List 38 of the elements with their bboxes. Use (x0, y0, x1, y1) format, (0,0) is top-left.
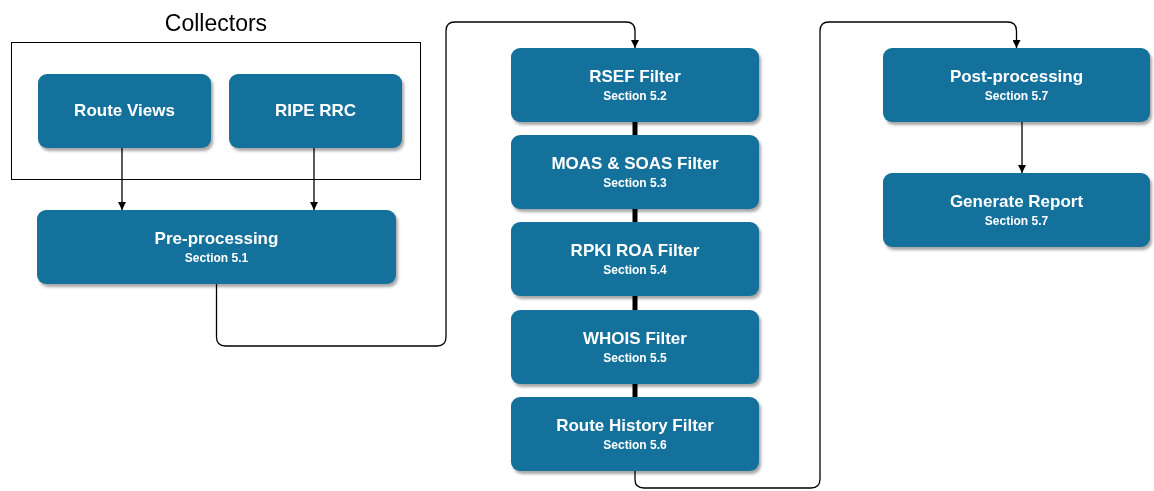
section-ref: Section 5.2 (603, 88, 667, 104)
connector-line (632, 296, 638, 310)
box-title: MOAS & SOAS Filter (551, 153, 719, 175)
box-title: RSEF Filter (589, 66, 681, 88)
box-title: Route History Filter (556, 415, 714, 437)
connector-line (632, 384, 638, 397)
process-box (511, 135, 759, 209)
box-title: Pre-processing (154, 228, 279, 250)
section-ref: Section 5.7 (984, 88, 1049, 104)
box-title: Route Views (74, 100, 175, 122)
process-box (511, 222, 759, 296)
box-title: Generate Report (949, 191, 1084, 213)
process-box (883, 48, 1150, 122)
section-ref: Section 5.7 (984, 213, 1049, 229)
process-box (38, 74, 211, 148)
process-box (229, 74, 402, 148)
section-ref: Section 5.1 (184, 250, 249, 266)
process-box (511, 48, 759, 122)
process-box (511, 310, 759, 384)
section-ref: Section 5.6 (603, 437, 667, 453)
connector-line (632, 122, 638, 135)
section-ref: Section 5.3 (603, 175, 667, 191)
box-title: RPKI ROA Filter (570, 240, 700, 262)
arrow (215, 21, 639, 347)
connector-line (632, 209, 638, 222)
process-box (37, 210, 396, 284)
process-box (883, 173, 1150, 247)
box-title: WHOIS Filter (583, 328, 687, 350)
group-title: Collectors (163, 9, 269, 37)
arrow (310, 146, 318, 211)
arrow (634, 21, 1021, 489)
section-ref: Section 5.4 (603, 262, 667, 278)
arrow (1018, 121, 1026, 174)
arrow (118, 146, 126, 211)
box-title: Post-processing (949, 66, 1084, 88)
section-ref: Section 5.5 (603, 350, 667, 366)
process-box (511, 397, 759, 471)
box-title: RIPE RRC (274, 100, 357, 122)
